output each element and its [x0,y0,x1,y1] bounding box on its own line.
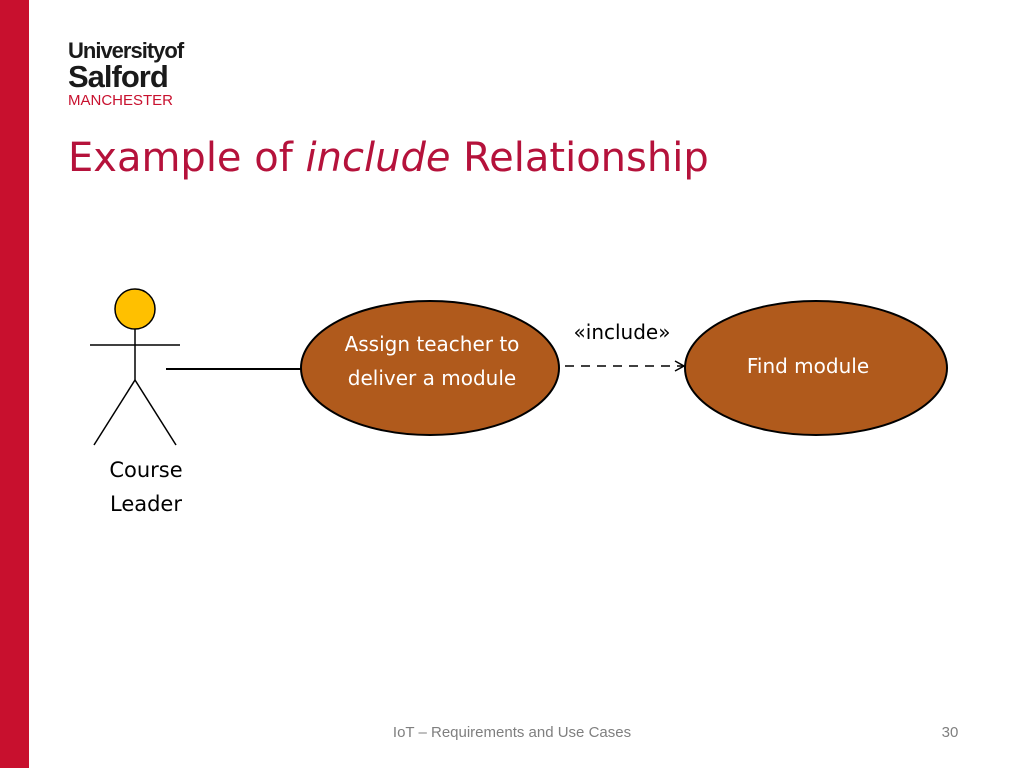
logo-line-university: Universityof [68,38,184,63]
page-number: 30 [941,724,959,741]
actor-left-leg [93,379,136,446]
use-case-assign-teacher: Assign teacher to deliver a module [300,300,560,436]
brand-side-bar [0,0,29,768]
title-suffix: Relationship [450,135,709,181]
use-case-label-line2: deliver a module [348,366,516,390]
actor-label-line2: Leader [110,492,182,516]
actor-right-leg [134,379,177,446]
use-case-find-module: Find module [684,300,948,436]
logo-line-salford: Salford [68,59,169,94]
actor-label-line1: Course [109,458,182,482]
actor-head [114,288,156,330]
use-case-label-line1: Find module [747,354,869,378]
university-logo: Universityof Salford MANCHESTER [68,40,198,110]
logo-line-manchester: MANCHESTER [68,92,174,109]
title-emphasis: include [305,135,451,181]
footer-text: IoT – Requirements and Use Cases [392,724,632,741]
actor-course-leader: Course Leader [90,288,183,516]
title-prefix: Example of [68,135,306,181]
slide-title: Example of include Relationship [68,135,709,181]
use-case-ellipse [300,300,560,436]
use-case-label-line1: Assign teacher to [345,332,520,356]
include-stereotype-label: «include» [574,320,671,344]
use-case-ellipse [684,300,948,436]
